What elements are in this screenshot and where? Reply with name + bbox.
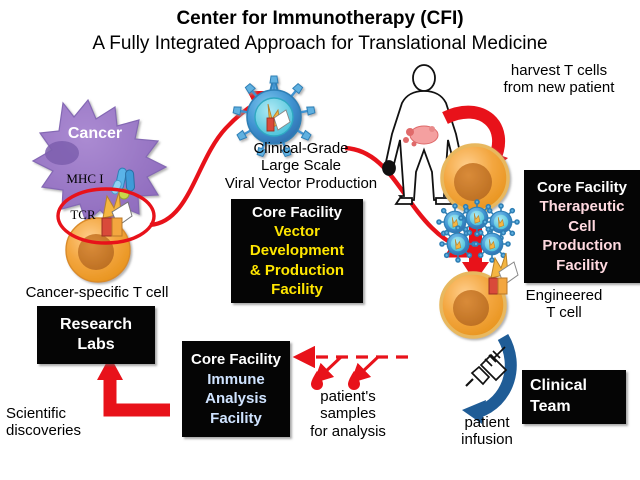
infusion-line-2: infusion — [461, 431, 513, 449]
research-labs-line-1: Research — [59, 316, 133, 334]
cancer-specific-tcell-text: Cancer-specific T cell — [25, 284, 169, 301]
cancer-cell-icon — [31, 98, 168, 226]
vector-facility-line-1: Core Facility — [251, 204, 343, 222]
tcr-label: TCR — [70, 207, 96, 222]
vector-facility-line-3: Development — [249, 242, 345, 260]
arrow-infusion — [475, 333, 517, 418]
page-title: Center for Immunotherapy (CFI) — [176, 8, 464, 29]
car-receptor-icon — [488, 252, 519, 295]
therapeutic-line-3: Cell — [568, 217, 596, 235]
therapeutic-line-4: Production — [542, 237, 622, 255]
vector-production-label: Clinical-Grade Large Scale Viral Vector … — [196, 140, 406, 192]
scientific-discoveries-label: Scientific discoveries — [6, 405, 106, 440]
tcr-receptor-icon — [101, 191, 133, 237]
harvest-line-1: harvest T cells — [510, 62, 608, 79]
blood-drop-icon-2 — [348, 371, 360, 390]
research-labs-box[interactable]: Research Labs — [37, 306, 155, 364]
vector-facility-line-2: Vector — [274, 223, 320, 241]
discoveries-line-2: discoveries — [6, 422, 82, 440]
therapeutic-line-1: Core Facility — [536, 178, 628, 196]
tcr-highlight-circle — [56, 187, 156, 245]
clinical-team-line-2: Team — [530, 398, 571, 415]
engineered-line-2: T cell — [546, 304, 582, 322]
arrow-discoveries — [103, 375, 170, 417]
engineered-line-1: Engineered — [525, 287, 603, 304]
discoveries-line-1: Scientific — [6, 405, 67, 422]
mhc-label: MHC I — [66, 171, 104, 186]
vector-facility-line-5: Facility — [271, 280, 323, 298]
harvest-label: harvest T cells from new patient — [478, 62, 640, 97]
vector-facility-line-4: & Production — [249, 261, 345, 279]
arrow-harvest — [442, 105, 506, 163]
immune-line-3: Analysis — [205, 390, 267, 407]
research-labs-line-2: Labs — [77, 336, 115, 353]
samples-line-3: for analysis — [310, 422, 386, 440]
vector-line-3: Viral Vector Production — [224, 174, 378, 192]
page-subtitle: A Fully Integrated Approach for Translat… — [92, 33, 548, 54]
engineered-tcell-label: Engineered T cell — [509, 287, 619, 322]
samples-line-2: samples — [320, 405, 376, 423]
t-cell-icon-harvested — [440, 143, 510, 213]
virus-particle-icon — [232, 75, 316, 158]
vector-facility-box[interactable]: Core Facility Vector Development & Produ… — [231, 199, 363, 303]
arrow-discoveries-head — [97, 356, 123, 380]
immune-facility-box[interactable]: Core Facility Immune Analysis Facility — [182, 341, 290, 437]
virus-cluster-icon — [436, 199, 520, 263]
clinical-team-box[interactable]: Clinical Team — [522, 370, 626, 424]
immune-line-1: Core Facility — [190, 351, 282, 368]
patient-infusion-label: patient infusion — [437, 414, 537, 449]
immune-line-4: Facility — [210, 409, 262, 427]
vector-line-2: Large Scale — [260, 157, 342, 175]
syringe-icon — [465, 346, 508, 387]
cancer-specific-tcell-label: Cancer-specific T cell — [0, 284, 194, 301]
arrow-drop-1 — [313, 355, 343, 384]
harvest-line-2: from new patient — [503, 79, 615, 97]
vector-line-1: Clinical-Grade — [253, 140, 349, 157]
cancer-label: Cancer — [67, 125, 123, 142]
therapeutic-line-5: Facility — [556, 256, 608, 274]
samples-line-1: patient's — [320, 388, 376, 405]
infusion-line-1: patient — [464, 414, 510, 431]
blood-drop-icon-1 — [311, 371, 323, 390]
therapeutic-line-2: Therapeutic — [539, 198, 625, 216]
patient-samples-label: patient's samples for analysis — [298, 388, 398, 440]
clinical-team-line-1: Clinical — [530, 377, 587, 395]
arrow-drop-2 — [350, 355, 380, 384]
therapeutic-facility-box[interactable]: Core Facility Therapeutic Cell Productio… — [524, 170, 640, 283]
immune-line-2: Immune — [207, 370, 265, 388]
tumor-icon — [403, 125, 439, 147]
arrow-infusion-head — [462, 400, 486, 424]
